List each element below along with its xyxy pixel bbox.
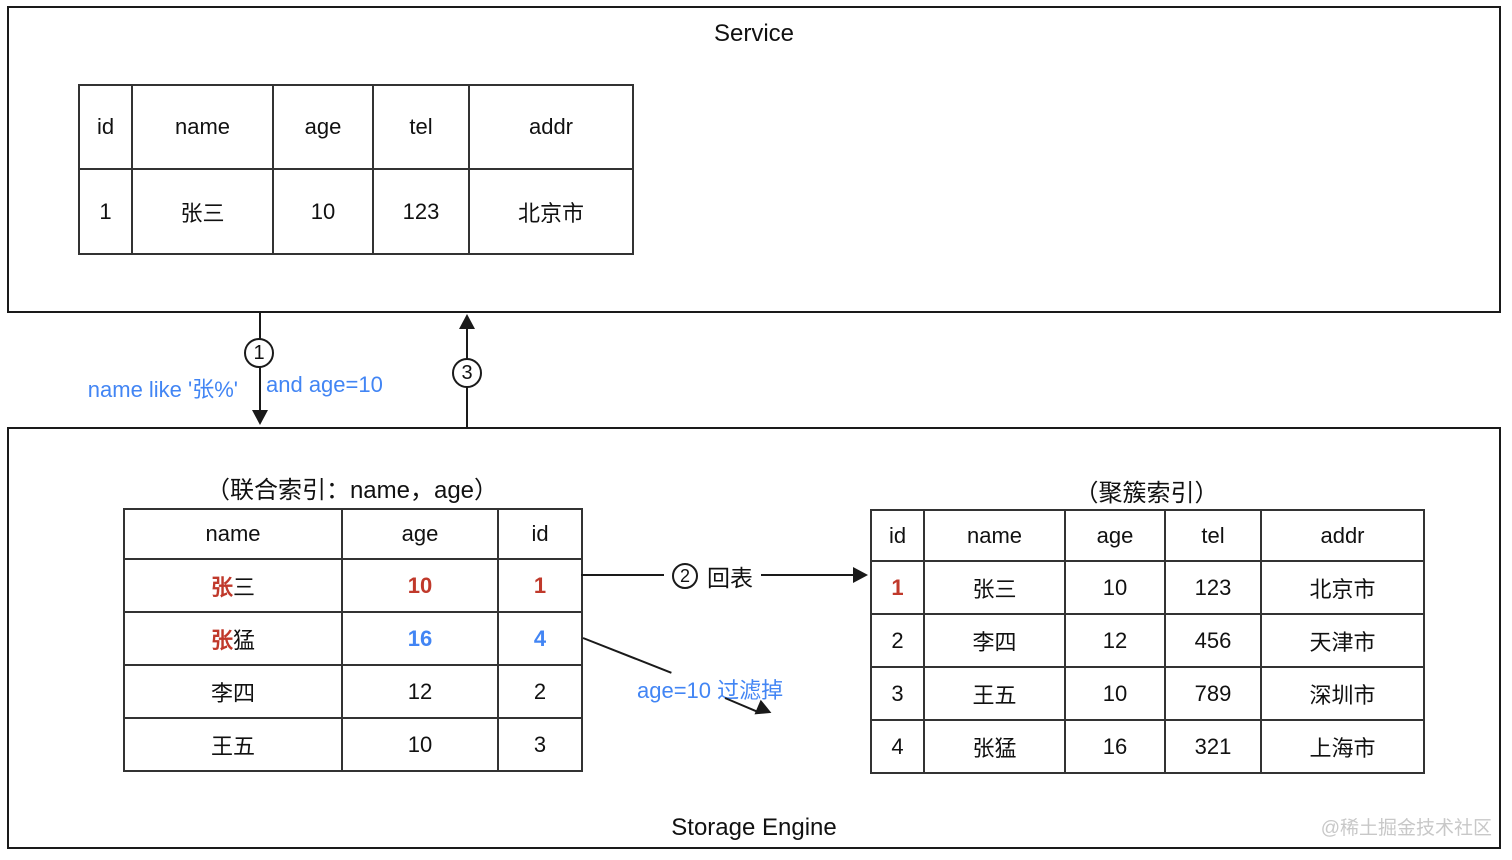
table-row: 4 张猛 16 321 上海市 — [870, 719, 1425, 774]
table-cell: 张三 — [923, 560, 1066, 615]
table-cell: 16 — [1064, 719, 1166, 774]
name-part: 李四 — [210, 680, 255, 706]
table-cell: 10 — [341, 717, 499, 772]
table-row: 张三 10 1 — [123, 558, 583, 613]
col-header: age — [272, 84, 374, 170]
table-cell: 1 — [870, 560, 925, 615]
table-cell: 3 — [497, 717, 583, 772]
table-cell: 张三 — [123, 558, 343, 613]
table-cell: 北京市 — [468, 168, 634, 255]
table-cell: 10 — [1064, 560, 1166, 615]
col-header: name — [131, 84, 274, 170]
table-cell: 王五 — [923, 666, 1066, 721]
table-row: 李四 12 2 — [123, 664, 583, 719]
query-condition-left: name like '张%' — [87, 377, 238, 402]
table-header-row: name age id — [123, 508, 583, 560]
table-header-row: id name age tel addr — [78, 84, 634, 170]
arrow-step1-head-down — [252, 410, 268, 425]
table-cell: 10 — [1064, 666, 1166, 721]
col-header: id — [78, 84, 133, 170]
clustered-index-title: （聚簇索引） — [1074, 480, 1219, 507]
table-cell: 10 — [341, 558, 499, 613]
name-part: 猛 — [233, 627, 256, 653]
back-to-table-text: 回表 — [707, 565, 753, 591]
col-header: id — [870, 509, 925, 562]
service-box-label: Service — [713, 20, 795, 47]
table-cell: 北京市 — [1260, 560, 1425, 615]
col-header: addr — [468, 84, 634, 170]
service-table: id name age tel addr 1 张三 10 123 北京市 — [78, 84, 634, 255]
table-row: 1 张三 10 123 北京市 — [78, 168, 634, 255]
step1-badge: 1 — [244, 338, 274, 368]
storage-engine-label: Storage Engine — [671, 814, 837, 841]
table-cell: 123 — [1164, 560, 1262, 615]
step3-badge: 3 — [452, 358, 482, 388]
table-row: 张猛 16 4 — [123, 611, 583, 666]
table-cell: 12 — [341, 664, 499, 719]
table-cell: 1 — [497, 558, 583, 613]
col-header: age — [1064, 509, 1166, 562]
table-cell: 深圳市 — [1260, 666, 1425, 721]
arrow-step2-head-right — [853, 567, 868, 583]
matched-name-part: 张 — [210, 627, 233, 653]
filter-note: age=10 过滤掉 — [637, 678, 784, 703]
clustered-index-table: id name age tel addr 1 张三 10 123 北京市 2 李… — [870, 509, 1425, 774]
table-row: 1 张三 10 123 北京市 — [870, 560, 1425, 615]
table-cell: 1 — [78, 168, 133, 255]
col-header: id — [497, 508, 583, 560]
joint-index-title: （联合索引：name，age） — [205, 477, 499, 504]
col-header: tel — [1164, 509, 1262, 562]
table-cell: 天津市 — [1260, 613, 1425, 668]
table-cell: 789 — [1164, 666, 1262, 721]
table-cell: 李四 — [123, 664, 343, 719]
table-cell: 张猛 — [923, 719, 1066, 774]
table-cell: 李四 — [923, 613, 1066, 668]
table-cell: 123 — [372, 168, 470, 255]
name-part: 三 — [233, 574, 256, 600]
arrow-step3-head-up — [459, 314, 475, 329]
col-header: name — [123, 508, 343, 560]
table-cell: 2 — [870, 613, 925, 668]
query-condition-right: and age=10 — [266, 372, 383, 397]
table-cell: 上海市 — [1260, 719, 1425, 774]
table-cell: 张三 — [131, 168, 274, 255]
table-cell: 456 — [1164, 613, 1262, 668]
table-cell: 10 — [272, 168, 374, 255]
col-header: age — [341, 508, 499, 560]
table-row: 3 王五 10 789 深圳市 — [870, 666, 1425, 721]
col-header: addr — [1260, 509, 1425, 562]
table-row: 王五 10 3 — [123, 717, 583, 772]
name-part: 王五 — [210, 733, 255, 759]
table-cell: 4 — [497, 611, 583, 666]
watermark: @稀土掘金技术社区 — [1320, 818, 1492, 839]
back-to-table-label: 2 回表 — [664, 560, 761, 592]
table-cell: 张猛 — [123, 611, 343, 666]
table-cell: 4 — [870, 719, 925, 774]
step2-badge: 2 — [672, 563, 698, 589]
table-header-row: id name age tel addr — [870, 509, 1425, 562]
table-cell: 16 — [341, 611, 499, 666]
col-header: name — [923, 509, 1066, 562]
table-row: 2 李四 12 456 天津市 — [870, 613, 1425, 668]
joint-index-table: name age id 张三 10 1 张猛 16 4 李四 12 2 王五 1… — [123, 508, 583, 772]
table-cell: 2 — [497, 664, 583, 719]
table-cell: 12 — [1064, 613, 1166, 668]
table-cell: 王五 — [123, 717, 343, 772]
table-cell: 3 — [870, 666, 925, 721]
matched-name-part: 张 — [210, 574, 233, 600]
col-header: tel — [372, 84, 470, 170]
table-cell: 321 — [1164, 719, 1262, 774]
